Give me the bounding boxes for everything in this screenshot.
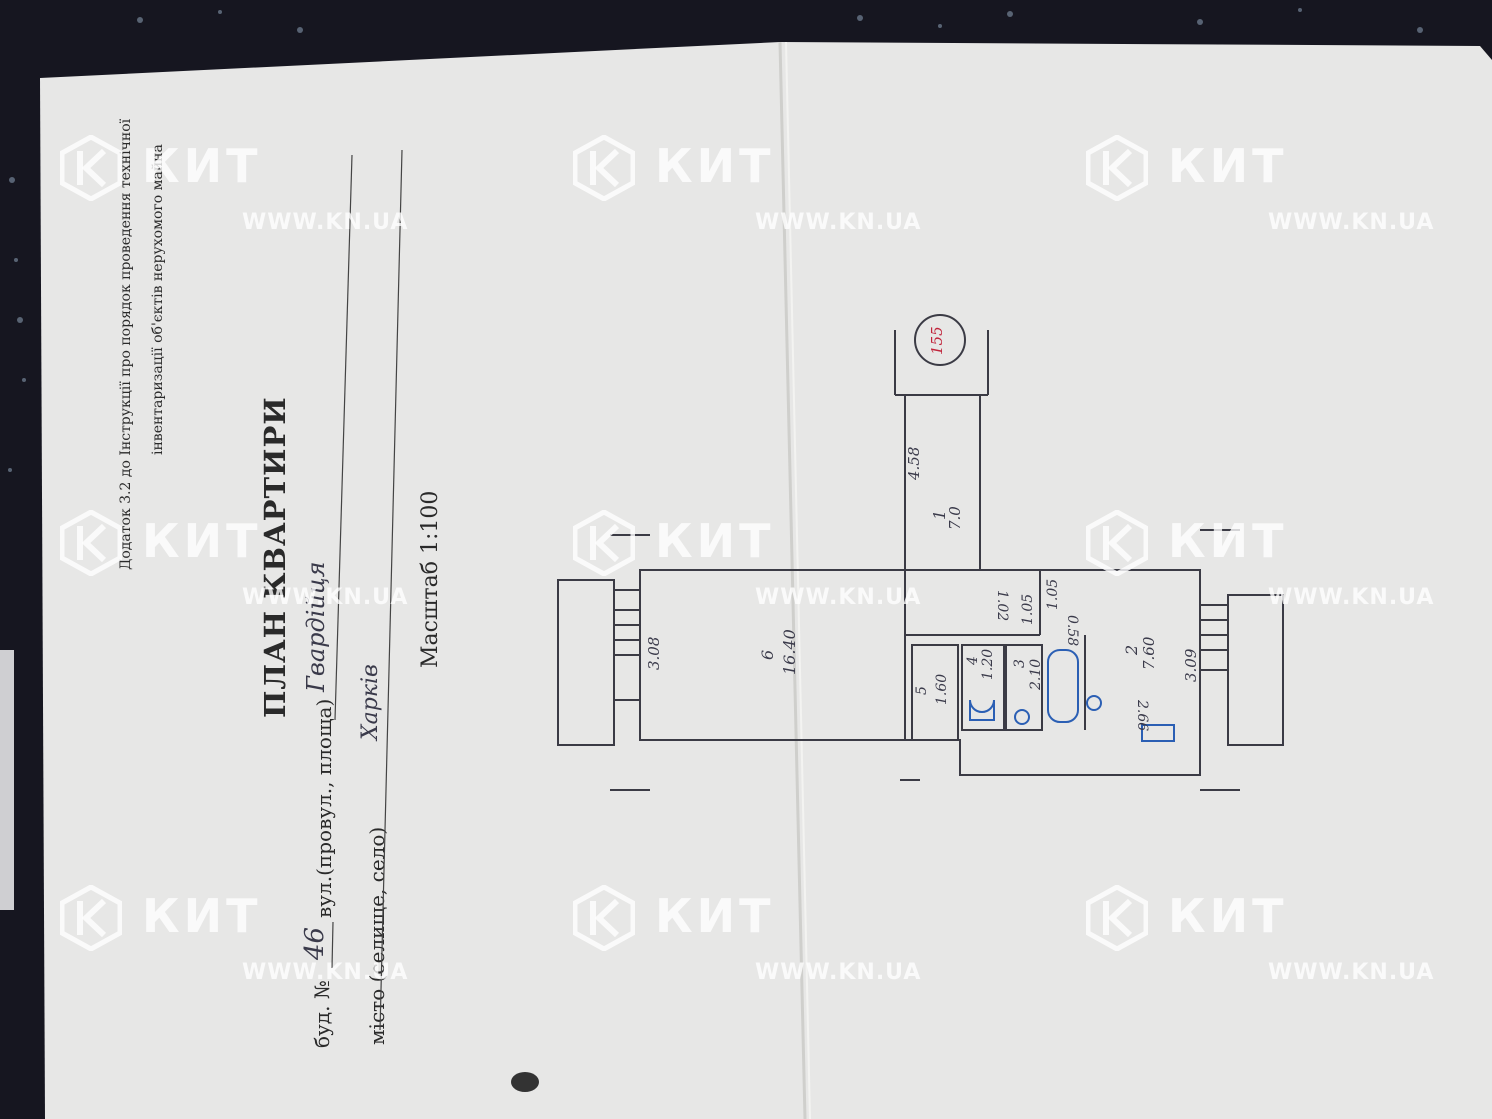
watermark-url: WWW.KN.UA [755, 960, 922, 985]
watermark-url: WWW.KN.UA [755, 585, 922, 610]
room2-area: 7.60 [1140, 636, 1158, 670]
watermark-url: WWW.KN.UA [242, 585, 409, 610]
dim-458: 4.58 [905, 446, 923, 480]
watermark-brand: КИТ [142, 889, 262, 943]
room4-area: 1.20 [980, 648, 996, 680]
watermark-logo-icon [60, 885, 122, 951]
watermark-brand: КИТ [1168, 889, 1288, 943]
watermark-brand: КИТ [1168, 139, 1288, 193]
watermark-brand: КИТ [1168, 514, 1288, 568]
watermark-brand: КИТ [655, 889, 775, 943]
watermark-url: WWW.KN.UA [755, 210, 922, 235]
dim-309: 3.09 [1182, 648, 1200, 682]
room6-number: 6 [758, 649, 777, 660]
room1-area: 7.0 [946, 506, 964, 530]
watermark-brand: КИТ [655, 139, 775, 193]
dim-058: 0.58 [1064, 615, 1080, 647]
room5-number: 5 [914, 686, 930, 695]
watermark-logo-icon [1086, 510, 1148, 576]
dim-105a: 1.05 [1020, 593, 1036, 625]
watermark-brand: КИТ [142, 139, 262, 193]
watermark-url: WWW.KN.UA [1268, 960, 1435, 985]
dim-105b: 1.05 [1045, 578, 1061, 610]
watermark-logo-icon [60, 510, 122, 576]
room2-number: 2 [1122, 644, 1141, 655]
dim-308: 3.08 [645, 636, 663, 670]
watermark-brand: КИТ [655, 514, 775, 568]
watermark-logo-icon [1086, 135, 1148, 201]
room3-area: 2.10 [1028, 658, 1044, 690]
watermark-url: WWW.KN.UA [1268, 210, 1435, 235]
watermark-url: WWW.KN.UA [242, 960, 409, 985]
watermark-url: WWW.KN.UA [242, 210, 409, 235]
watermark-logo-icon [573, 510, 635, 576]
dim-266: 2.66 [1134, 700, 1150, 732]
circle-mark: 155 [928, 326, 946, 355]
room5-area: 1.60 [934, 673, 950, 705]
watermark-logo-icon [1086, 885, 1148, 951]
watermark-logo-icon [573, 885, 635, 951]
watermark-logo-icon [60, 135, 122, 201]
watermark-logo-icon [573, 135, 635, 201]
room3-number: 3 [1012, 659, 1028, 668]
watermark-brand: КИТ [142, 514, 262, 568]
dim-102: 1.02 [994, 590, 1010, 622]
column-marker [914, 314, 966, 366]
room6-area: 16.40 [780, 629, 799, 675]
watermark-url: WWW.KN.UA [1268, 585, 1435, 610]
room4-number: 4 [965, 656, 981, 665]
